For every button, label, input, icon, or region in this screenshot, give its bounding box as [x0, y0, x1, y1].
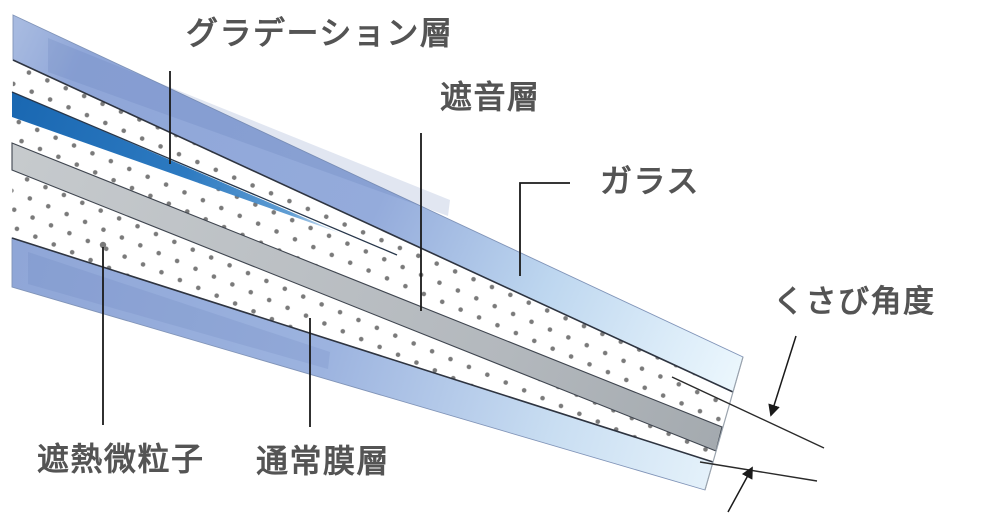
- wedge-angle-upper-line: [671, 376, 825, 449]
- leader-glass: [519, 182, 570, 276]
- label-wedge-angle: くさび角度: [773, 284, 936, 320]
- wedge-angle-upper-arrow: [768, 335, 797, 417]
- label-heat-shield-particles: 遮熱微粒子: [37, 440, 205, 478]
- label-gradation-layer: グラデーション層: [186, 14, 453, 52]
- glass-cut-edge: [704, 356, 744, 491]
- label-normal-film-layer: 通常膜層: [256, 442, 390, 480]
- heat-shield-particle-dot: [99, 241, 107, 249]
- interlayer-top-border: [12, 59, 734, 393]
- label-glass: ガラス: [600, 162, 700, 200]
- gradation-wedge-tail-line: [11, 91, 398, 256]
- wedge-angle-lower-line: [699, 461, 818, 482]
- label-sound-insulation-layer: 遮音層: [440, 78, 541, 116]
- interlayer-bottom-border: [11, 237, 714, 463]
- wedge-angle-lower-arrow: [727, 466, 753, 513]
- top-glass-highlight: [48, 38, 450, 216]
